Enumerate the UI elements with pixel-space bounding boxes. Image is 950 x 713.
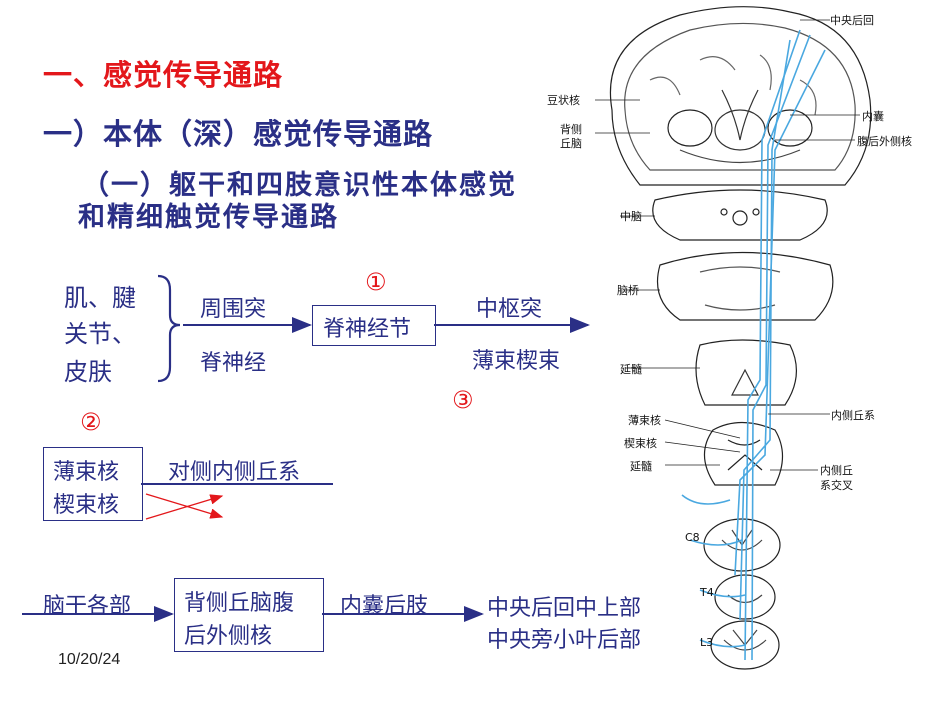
label-medial-lemniscus: 内侧丘系 [831, 409, 875, 422]
heading-level2: 一）本体（深）感觉传导通路 [43, 117, 434, 151]
central-process-label: 中枢突 [476, 297, 543, 322]
cortex-target-line1: 中央后回中上部 [487, 596, 642, 621]
gracile-cuneate-box [43, 447, 143, 521]
label-c8: C8 [685, 531, 700, 544]
cross-arrow-2 [145, 494, 224, 520]
heading-level3-line2: 和精细触觉传导通路 [78, 202, 339, 233]
label-t4: T4 [700, 586, 714, 599]
label-decussation-2: 系交叉 [820, 479, 853, 492]
thalamus-vpl-line1: 背侧丘脑腹 [184, 591, 295, 616]
gracile-nucleus-label: 薄束核 [53, 460, 120, 485]
label-gracile: 薄束核 [628, 414, 661, 427]
thalamus-vpl-line2: 后外侧核 [184, 624, 273, 649]
heading-level1: 一、感觉传导通路 [43, 58, 284, 92]
step-marker-2: ② [80, 408, 102, 436]
cuneate-nucleus-label: 楔束核 [53, 493, 120, 518]
peripheral-process-label: 周围突 [200, 297, 267, 322]
source-brace [157, 274, 181, 383]
step-marker-1: ① [365, 268, 387, 296]
source-line1: 肌、腱 [64, 284, 136, 312]
brain-outline [609, 6, 872, 186]
label-vpl: 腹后外侧核 [857, 135, 912, 148]
spinal-nerve-label: 脊神经 [200, 351, 267, 376]
pathway-fibers [681, 29, 826, 661]
label-cuneate: 楔束核 [624, 437, 657, 450]
label-internal-capsule: 内囊 [862, 110, 884, 123]
heading-level3-line1: （一）躯干和四肢意识性本体感觉 [82, 170, 517, 201]
cross-arrow-1 [145, 493, 224, 519]
cortex-target-line2: 中央旁小叶后部 [487, 628, 642, 653]
source-line2: 关节、 [64, 320, 136, 348]
contralateral-lemniscus-label: 对侧内侧丘系 [168, 460, 301, 485]
source-line3: 皮肤 [64, 358, 112, 386]
label-medulla-2: 延髓 [630, 460, 652, 473]
label-medulla: 延髓 [620, 363, 642, 376]
label-pons: 脑桥 [617, 284, 639, 297]
spinal-ganglion-label: 脊神经节 [323, 317, 412, 342]
label-thalamus-1: 背侧 [560, 123, 582, 136]
step-marker-3: ③ [452, 386, 474, 414]
fasciculus-label: 薄束楔束 [472, 349, 561, 374]
slide-date: 10/20/24 [58, 651, 121, 668]
medulla-outline [695, 339, 798, 406]
label-postcentral-gyrus: 中央后回 [830, 14, 874, 27]
label-midbrain: 中脑 [620, 210, 642, 223]
label-thalamus-2: 丘脑 [560, 137, 582, 150]
midbrain-outline [652, 189, 828, 241]
label-lentiform: 豆状核 [547, 94, 580, 107]
label-l3: L3 [700, 636, 714, 649]
thalamus-vpl-box [174, 578, 324, 652]
pons-outline [656, 251, 834, 321]
label-decussation-1: 内侧丘 [820, 464, 853, 477]
